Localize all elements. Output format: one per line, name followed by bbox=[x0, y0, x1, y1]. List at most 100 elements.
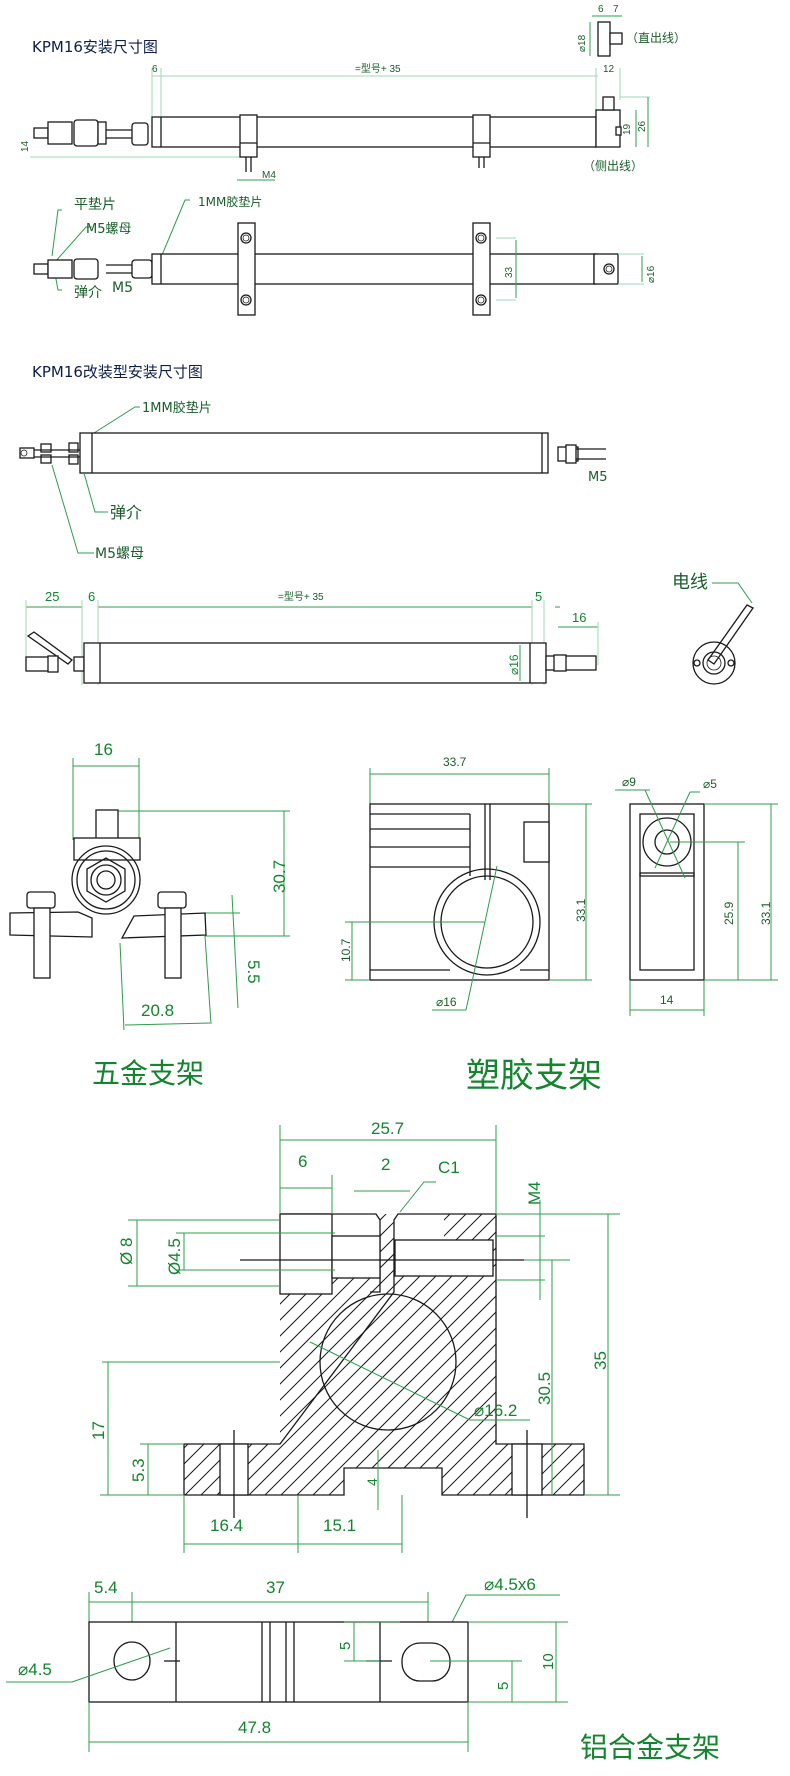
hatch-line bbox=[515, 1214, 584, 1495]
hatch-line bbox=[628, 1200, 790, 1500]
ab-dim-p478: 47.8 bbox=[238, 1718, 271, 1737]
ab-dim-bore: ⌀16.2 bbox=[474, 1401, 517, 1420]
hatch-line bbox=[451, 1214, 584, 1495]
plastic-bracket-side: ⌀9 ⌀5 25.9 33.1 14 bbox=[615, 775, 778, 1016]
ab-dim-p5b: 5 bbox=[495, 1682, 512, 1690]
plastic-bracket-front: 33.7 33.1 10.7 ⌀16 bbox=[339, 755, 592, 1011]
ab-dim-m4: M4 bbox=[525, 1181, 544, 1205]
label-m5-2: M5 bbox=[588, 470, 608, 485]
dim-head: 12 bbox=[603, 64, 615, 75]
label-flat-washer: 平垫片 bbox=[74, 197, 116, 213]
hw-dim-width: 16 bbox=[94, 740, 113, 759]
hw-dim-offset: 5.5 bbox=[244, 960, 263, 984]
hatch-line bbox=[184, 1214, 225, 1495]
hatch-line bbox=[676, 1200, 790, 1500]
caption-hardware-bracket: 五金支架 bbox=[92, 1057, 204, 1090]
dim-straight-w1: 6 bbox=[598, 4, 604, 15]
hatch-line bbox=[499, 1214, 584, 1495]
ab-dim-d53: 5.3 bbox=[129, 1458, 148, 1482]
hatch-line bbox=[339, 1214, 584, 1495]
ab-dim-c1: C1 bbox=[438, 1158, 460, 1177]
ab-dim-d35: 35 bbox=[591, 1351, 610, 1370]
dim-19: 19 bbox=[622, 123, 633, 135]
dim-5: 5 bbox=[535, 589, 542, 604]
kpm16-top-view: 平垫片 M5螺母 弹介 1MM胶垫片 M5 33 ⌀16 bbox=[33, 194, 657, 316]
pb-dim-bore: ⌀16 bbox=[436, 995, 457, 1009]
alloy-bracket-section: 25.7 6 2 C1 Ø 8 Ø4.5 M4 30.5 35 ⌀16.2 17 bbox=[0, 1119, 790, 1553]
hatch-line bbox=[612, 1200, 790, 1500]
ab-dim-w2: 2 bbox=[381, 1155, 390, 1174]
ab-dim-p54: 5.4 bbox=[94, 1578, 118, 1597]
ab-dim-p10: 10 bbox=[540, 1653, 557, 1670]
kpm16-modified-dims: 25 6 =型号+ 35 5 16 ⌀16 电线 bbox=[25, 572, 754, 685]
hw-dim-span: 20.8 bbox=[141, 1001, 174, 1020]
ab-dim-d305: 30.5 bbox=[535, 1372, 554, 1405]
hatch-line bbox=[184, 1214, 193, 1495]
label-spring-washer: 弹介 bbox=[74, 285, 102, 301]
hatch-line bbox=[660, 1200, 790, 1500]
label-rubber-pad-2: 1MM胶垫片 bbox=[142, 400, 212, 416]
label-m5-nut-2: M5螺母 bbox=[95, 546, 144, 562]
kpm16-modified-view: 1MM胶垫片 M5 弹介 M5螺母 bbox=[19, 400, 608, 562]
pb-dim-h259: 25.9 bbox=[722, 901, 736, 925]
label-straight-outlet: （直出线） bbox=[626, 31, 686, 45]
ab-dim-d164: 16.4 bbox=[210, 1516, 243, 1535]
dim-straight-w2: 7 bbox=[613, 4, 619, 15]
dim-33: 33 bbox=[504, 266, 515, 278]
dim-6: 6 bbox=[88, 589, 95, 604]
hatch-line bbox=[184, 1214, 433, 1495]
hatch-line bbox=[596, 1200, 790, 1500]
dim-length: =型号+ 35 bbox=[355, 62, 401, 75]
hatch-line bbox=[435, 1214, 584, 1495]
hatch-line bbox=[184, 1214, 305, 1495]
kpm16-side-view: 6 =型号+ 35 12 14 M4 19 26 （ bbox=[20, 4, 686, 181]
label-spring-washer-2: 弹介 bbox=[110, 503, 142, 522]
hatch-line bbox=[579, 1214, 584, 1495]
pb-dim-d5: ⌀5 bbox=[703, 777, 717, 791]
caption-alloy-bracket: 铝合金支架 bbox=[580, 1731, 720, 1764]
dim-25: 25 bbox=[45, 589, 59, 604]
label-wire: 电线 bbox=[672, 572, 708, 593]
hatch-line bbox=[0, 1200, 96, 1500]
hatch-line bbox=[0, 1200, 176, 1500]
hatch-line bbox=[243, 1214, 545, 1495]
hatch-line bbox=[0, 1200, 160, 1500]
section2-title: KPM16改装型安装尺寸图 bbox=[32, 363, 203, 381]
ab-dim-holes: ⌀4.5x6 bbox=[484, 1575, 536, 1594]
ab-dim-w6: 6 bbox=[298, 1152, 307, 1171]
dim-dia16: ⌀16 bbox=[646, 265, 657, 283]
hardware-bracket: 16 30.7 5.5 20.8 bbox=[9, 740, 290, 1031]
ab-dim-d4: 4 bbox=[364, 1478, 380, 1486]
dim-length-2: =型号+ 35 bbox=[278, 590, 324, 603]
hw-dim-height: 30.7 bbox=[270, 860, 289, 893]
hatch-line bbox=[0, 1200, 80, 1500]
dim-m4: M4 bbox=[262, 170, 276, 181]
dim-26: 26 bbox=[637, 120, 648, 132]
pb-dim-center: 10.7 bbox=[339, 938, 353, 962]
label-side-outlet: （侧出线） bbox=[583, 159, 643, 173]
pb-dim-d9: ⌀9 bbox=[622, 775, 636, 789]
ab-dim-d8: Ø 8 bbox=[117, 1238, 136, 1265]
ab-dim-hole: ⌀4.5 bbox=[18, 1660, 52, 1679]
pb-dim-width: 33.7 bbox=[443, 755, 467, 769]
label-rubber-pad: 1MM胶垫片 bbox=[198, 194, 262, 209]
ab-dim-w257: 25.7 bbox=[371, 1119, 404, 1138]
dim-dia16-2: ⌀16 bbox=[507, 654, 521, 675]
hatch-line bbox=[563, 1214, 584, 1495]
ab-dim-d45: Ø4.5 bbox=[165, 1238, 184, 1275]
label-m5: M5 bbox=[112, 280, 133, 296]
pb-dim-h331: 33.1 bbox=[759, 901, 773, 925]
dim-straight-dia: ⌀18 bbox=[577, 34, 588, 52]
section1-title: KPM16安装尺寸图 bbox=[32, 38, 158, 56]
label-m5-nut: M5螺母 bbox=[86, 222, 132, 237]
dim-flange: 6 bbox=[152, 64, 158, 75]
dim-height14: 14 bbox=[20, 140, 31, 152]
ab-dim-p5a: 5 bbox=[337, 1642, 354, 1650]
ab-dim-p37: 37 bbox=[266, 1578, 285, 1597]
caption-plastic-bracket: 塑胶支架 bbox=[466, 1056, 602, 1096]
ab-dim-d17: 17 bbox=[89, 1421, 108, 1440]
hatch-line bbox=[0, 1200, 112, 1500]
hatch-line bbox=[644, 1200, 790, 1500]
hatch-line bbox=[531, 1214, 584, 1495]
